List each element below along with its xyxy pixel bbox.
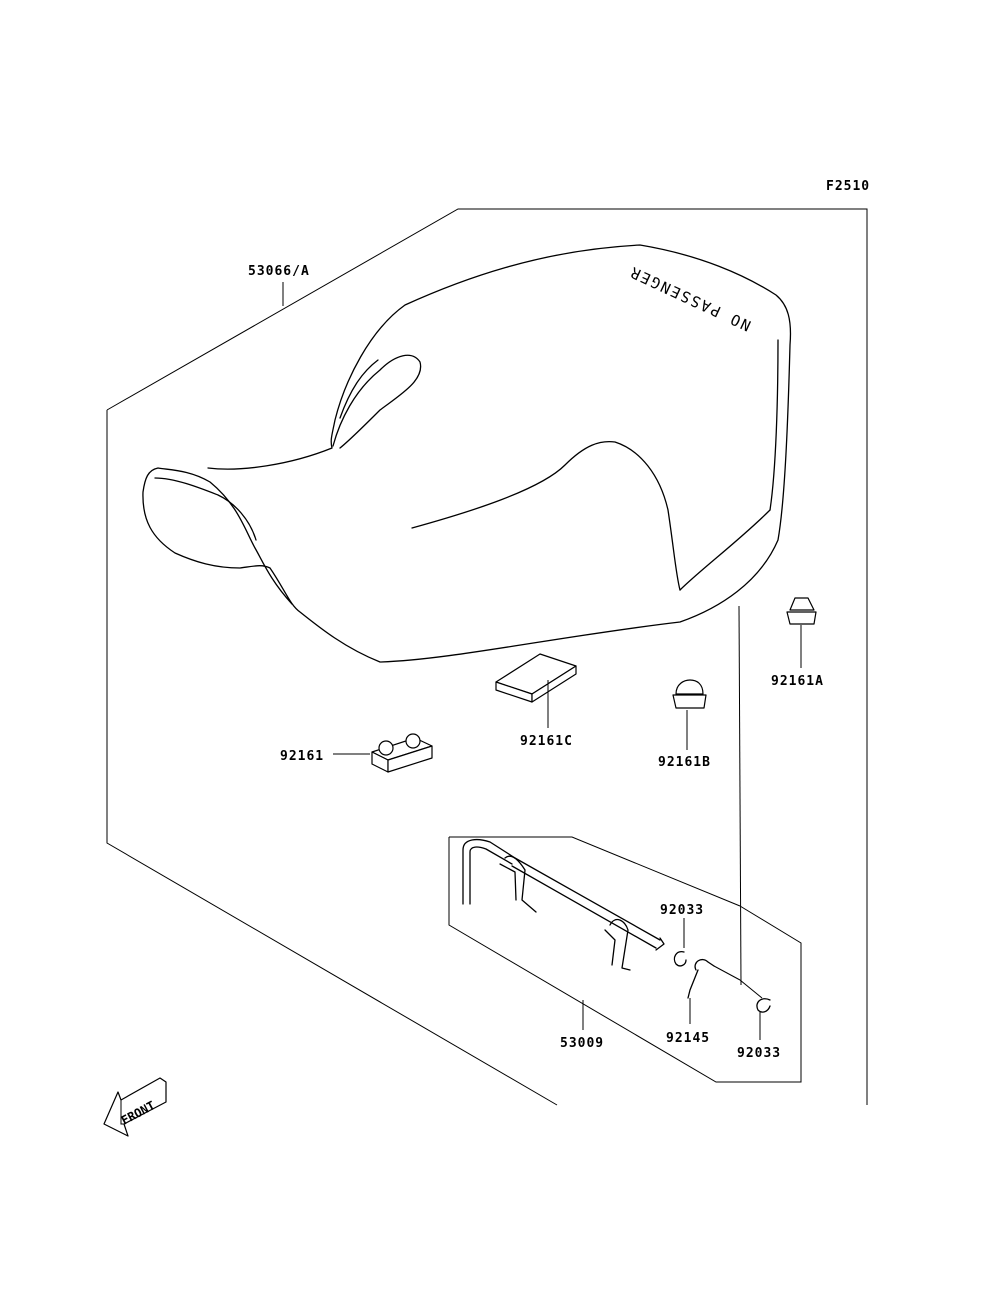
- clip-lower-drawing: [756, 998, 771, 1013]
- latch-rod-drawing: [462, 838, 665, 971]
- cap-92161b-drawing: [672, 679, 707, 709]
- front-arrow-icon: FRONT: [103, 1077, 167, 1137]
- guide-line: [738, 605, 742, 986]
- leader-rod-line: [739, 979, 763, 999]
- label-clip-upper: 92033: [660, 903, 704, 918]
- figure-code: F2510: [826, 179, 870, 194]
- clip-upper-drawing: [673, 951, 687, 967]
- label-cap-a: 92161A: [771, 674, 824, 689]
- label-seat: 53066/A: [248, 264, 310, 279]
- label-clip-lower: 92033: [737, 1046, 781, 1061]
- label-cap-b: 92161B: [658, 755, 711, 770]
- label-spring: 92145: [666, 1031, 710, 1046]
- label-damper: 92161: [280, 749, 324, 764]
- cap-92161a-drawing: [786, 597, 817, 625]
- latch-assembly-box: [448, 836, 802, 1083]
- spring-drawing: [687, 958, 741, 999]
- label-latch-assy: 53009: [560, 1036, 604, 1051]
- seat-drawing: [142, 244, 792, 663]
- label-pad-c: 92161C: [520, 734, 573, 749]
- pad-92161c-drawing: [495, 653, 577, 703]
- damper-92161-drawing: [371, 733, 433, 773]
- assembly-boundary: [106, 208, 868, 1106]
